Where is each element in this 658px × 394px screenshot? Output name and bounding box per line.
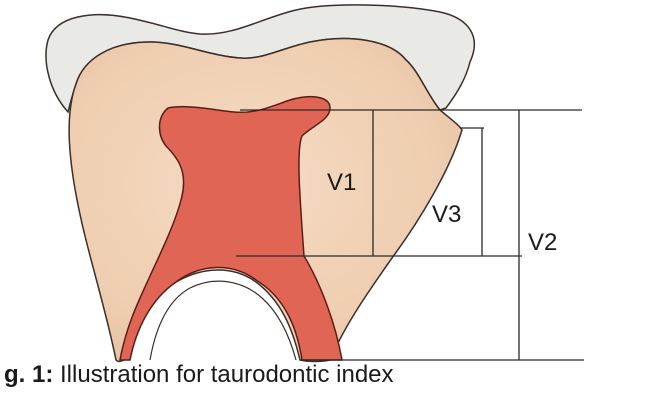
figure-caption: g. 1: Illustration for taurodontic index bbox=[4, 360, 658, 390]
label-v3: V3 bbox=[432, 201, 461, 228]
caption-prefix: g. 1: bbox=[4, 361, 53, 388]
caption-text: Illustration for taurodontic index bbox=[53, 361, 393, 388]
label-v2: V2 bbox=[528, 229, 557, 256]
label-v1: V1 bbox=[327, 169, 356, 196]
